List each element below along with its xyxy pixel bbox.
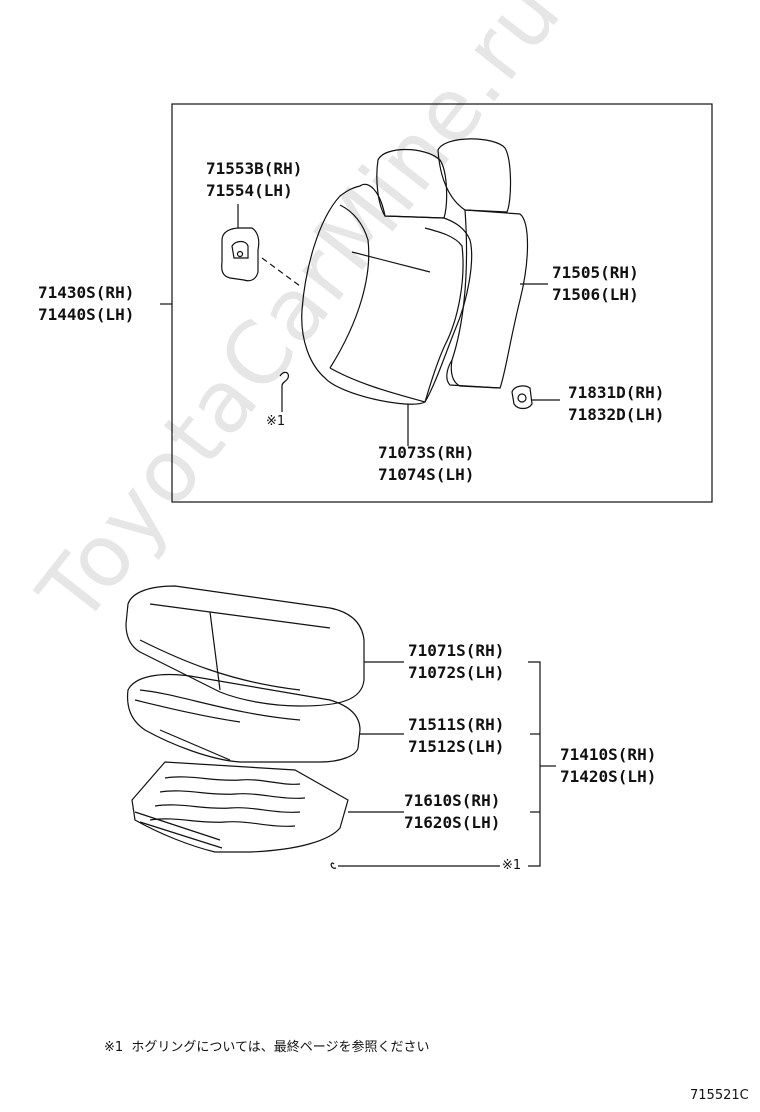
clip-label-rh: 71831D(RH) [568,383,665,402]
back-board-label-lh: 71506(LH) [552,285,639,304]
seatback-front-illustration [301,149,473,405]
headrest-dash-line [261,257,301,287]
cushion-pad-label-lh: 71512S(LH) [408,737,505,756]
back-board-label-rh: 71505(RH) [552,263,639,282]
cushion-assy-label-rh: 71410S(RH) [560,745,657,764]
footnote: ※1 ホグリングについては、最終ページを参照ください [104,1040,430,1055]
cushion-cover-label-lh: 71072S(LH) [408,663,505,682]
hogring-lower-illustration [330,862,337,869]
cushion-pad-label-rh: 71511S(RH) [408,715,505,734]
headrest-cover-illustration [221,227,260,282]
clip-label-lh: 71832D(LH) [568,405,665,424]
figure-code: 715521C [690,1088,749,1103]
back-cover-label-rh: 71073S(RH) [378,443,475,462]
back-cover-label-lh: 71074S(LH) [378,465,475,484]
cushion-assy-label-lh: 71420S(LH) [560,767,657,786]
cushion-cover-label-rh: 71071S(RH) [408,641,505,660]
cushion-cover-illustration [125,585,365,707]
assy-bracket [528,661,541,867]
headrest-cover-label-rh: 71553B(RH) [206,159,303,178]
spring-frame-label-lh: 71620S(LH) [404,813,501,832]
assy-label-rh: 71430S(RH) [38,283,135,302]
clip-illustration [511,385,533,410]
spring-frame-label-rh: 71610S(RH) [404,791,501,810]
assy-label-lh: 71440S(LH) [38,305,135,324]
headrest-cover-label-lh: 71554(LH) [206,181,293,200]
spring-frame-illustration [131,761,349,853]
hogring-ref-lower: ※1 [502,858,522,873]
seatback-group-frame [171,103,713,503]
hogring-ref-upper: ※1 [266,414,286,429]
cushion-pad-illustration [126,673,361,763]
seatback-rear-illustration [437,138,529,389]
hogring-upper-illustration [279,371,289,387]
